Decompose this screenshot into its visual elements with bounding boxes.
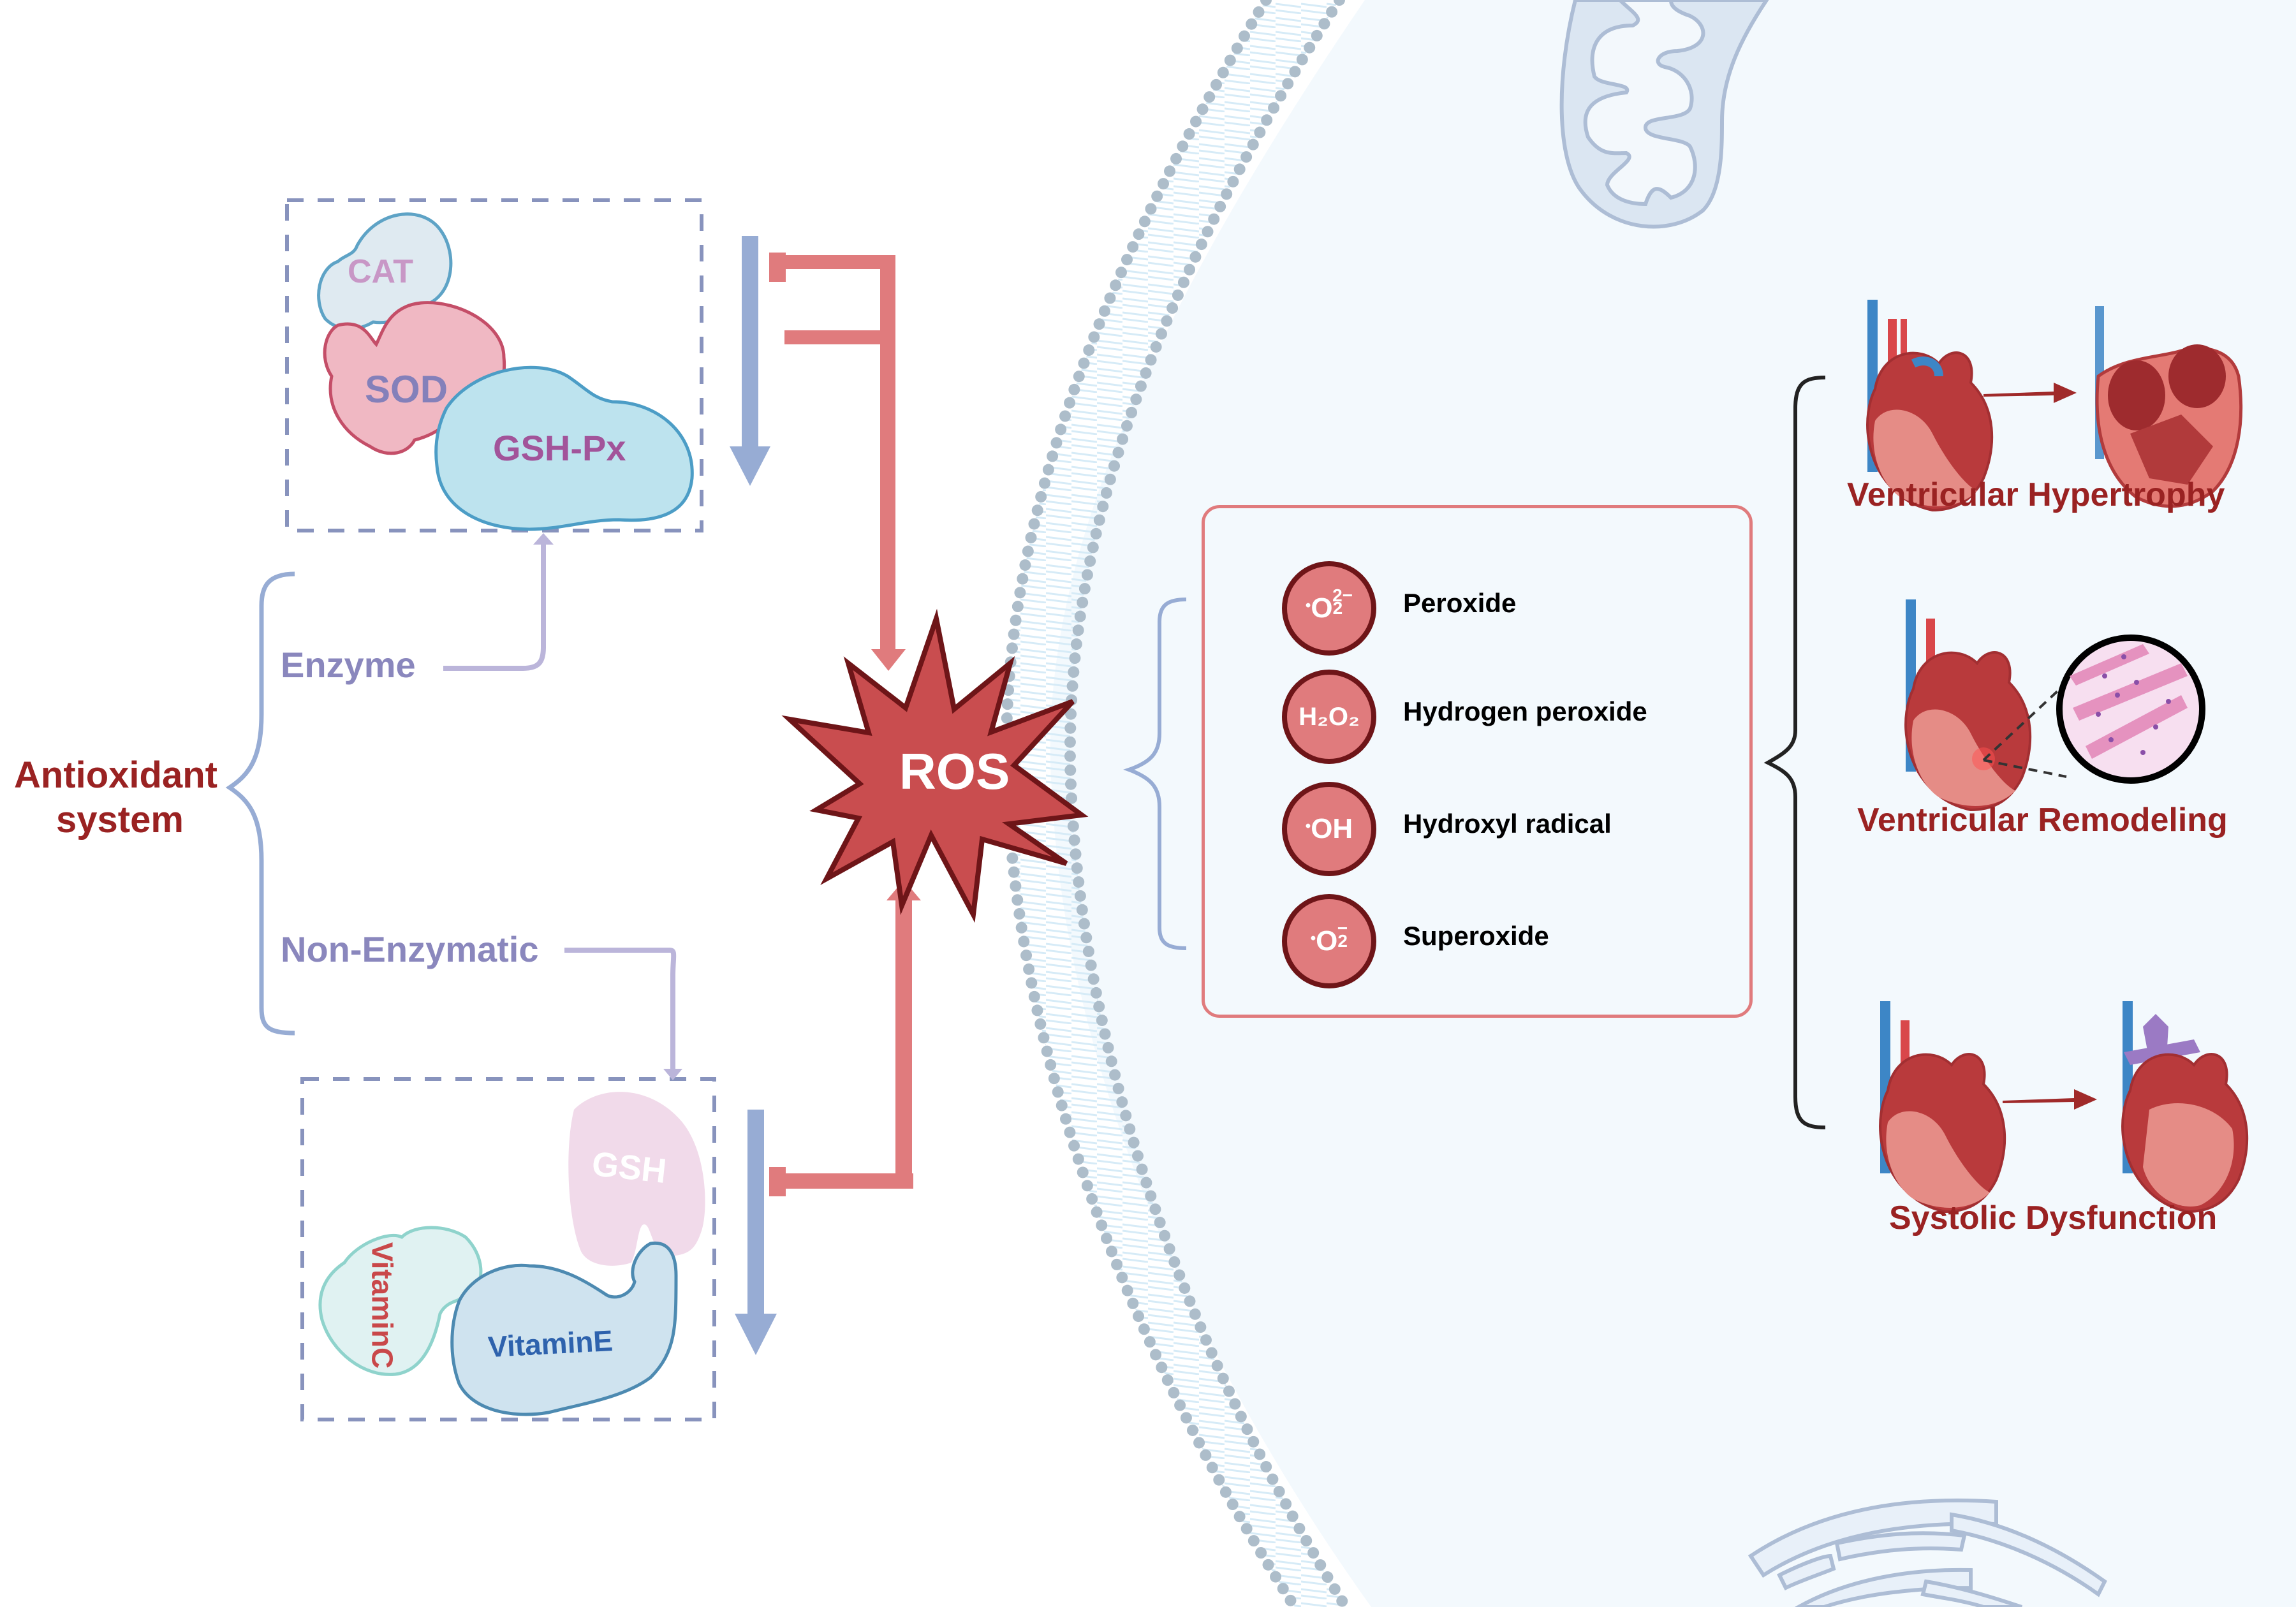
antioxidant-title-line1: Antioxidant [14,754,217,796]
ros-species-hydroxyl-radical: •OH Hydroxyl radical [1282,782,1792,884]
golgi-icon [1748,1498,2107,1607]
enzyme-connector [443,542,546,671]
formula-main: O [1311,592,1333,624]
formula-main: OH [1311,813,1353,844]
gshpx-label: GSH-Px [493,428,626,468]
enzyme-connector-arrowhead [533,533,554,545]
gshpx-protein-shape [434,365,694,531]
ros-burst [781,608,1089,923]
vitaminc-molecule-shape [318,1226,483,1376]
heart-hypertrophic [2095,306,2243,508]
outcomes-brace [1763,376,1826,1129]
ros-species-hydrogen-peroxide: H₂O₂ Hydrogen peroxide [1282,670,1792,772]
ros-species-brace [1123,598,1187,950]
antioxidant-title-line2: system [56,799,184,840]
formula-main: H₂O₂ [1299,702,1360,731]
outcome-systolic-dysfunction: Systolic Dysfunction [1889,1200,2218,1236]
antioxidant-brace [225,571,295,1036]
peroxide-name: Peroxide [1403,588,1517,618]
superoxide-name: Superoxide [1403,921,1549,951]
heart-normal-1 [1866,300,1994,512]
decrease-arrow-bottom [735,1110,777,1355]
radical-dot: • [1305,597,1311,614]
mitochondrion-icon [1559,0,1769,229]
formula-sub: 2 [1332,598,1343,618]
outcome-ventricular-remodeling: Ventricular Remodeling [1857,802,2228,839]
non-enzymatic-connector [564,947,677,1071]
formula-sup: − [1337,918,1348,938]
vitaminc-label: VitaminC [365,1242,399,1369]
h2o2-formula-circle: H₂O₂ [1282,670,1376,764]
cat-label: CAT [348,253,414,290]
formula-main: O [1316,925,1338,957]
non-enzymatic-label: Non-Enzymatic [281,929,539,969]
hypertrophy-arrow [1983,383,2077,403]
dysfunction-arrow [2003,1089,2097,1110]
inhibit-arrow-bottom [769,880,921,1196]
inhibit-arrow-top [769,253,906,671]
ros-label: ROS [899,743,1010,800]
formula-sub: 2 [1337,931,1348,951]
hydrogen-peroxide-name: Hydrogen peroxide [1403,696,1647,726]
enzyme-label: Enzyme [281,645,416,685]
zoom-callout-lines [1982,689,2067,778]
gsh-label: GSH [590,1145,668,1191]
vitamine-molecule-shape [450,1241,678,1416]
vitamine-label: VitaminE [487,1323,614,1364]
heart-dysfunction [2121,1001,2249,1214]
gsh-molecule-shape [568,1092,705,1266]
heart-normal-2 [1904,599,2032,812]
ros-species-panel [1202,505,1753,1018]
hydroxyl-radical-name: Hydroxyl radical [1403,809,1612,839]
radical-dot: • [1310,930,1316,947]
formula-sup: 2− [1332,585,1353,605]
outcome-ventricular-hypertrophy: Ventricular Hypertrophy [1847,476,2225,513]
radical-dot: • [1305,818,1311,835]
decrease-arrow-top [730,236,770,486]
non-enzymatic-connector-arrowhead [663,1069,682,1080]
sod-label: SOD [365,368,448,411]
histology-inset [2056,635,2205,784]
heart-normal-3 [1879,1001,2006,1214]
oh-formula-circle: •OH [1282,782,1376,876]
